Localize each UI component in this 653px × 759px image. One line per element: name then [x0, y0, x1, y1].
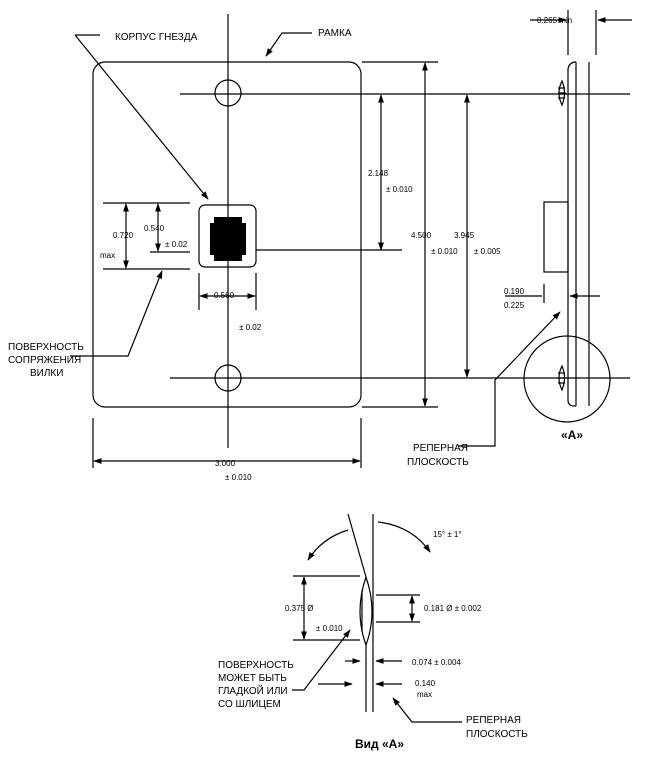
- label-mating-surface-2: СОПРЯЖЕНИЯ: [8, 355, 81, 366]
- dim-0560: 0.560: [214, 291, 235, 300]
- view-a-pin: [347, 513, 374, 712]
- detail-a-circle: [523, 335, 611, 423]
- label-mating-surface-3: ВИЛКИ: [30, 368, 63, 379]
- frame-plate: [92, 61, 362, 408]
- jack-housing: [198, 204, 402, 268]
- label-view-a-callout: «A»: [561, 428, 583, 442]
- dim-2148: 2.148: [368, 169, 389, 178]
- dim-4500-tol: ± 0.010: [431, 247, 458, 256]
- dim-0540: 0.540: [144, 224, 165, 233]
- dim-0140: 0.140: [415, 679, 436, 688]
- label-mating-surface-1: ПОВЕРХНОСТЬ: [8, 342, 84, 353]
- housing-leader: [74, 34, 209, 200]
- label-housing: КОРПУС ГНЕЗДА: [115, 32, 198, 43]
- label-surface-note-1: ПОВЕРХНОСТЬ: [218, 660, 294, 671]
- dim-0140-max: max: [417, 690, 432, 699]
- dim-0190: 0.190: [504, 287, 525, 296]
- dim-0225: 0.225: [504, 301, 525, 310]
- dim-0540-tol: ± 0.02: [165, 240, 188, 249]
- dim-0074: 0.074 ± 0.004: [412, 658, 461, 667]
- label-datum-plane-2: ПЛОСКОСТЬ: [407, 457, 469, 468]
- label-surface-note-3: ГЛАДКОЙ ИЛИ: [218, 684, 288, 697]
- dim-3000: 3.000: [215, 459, 236, 468]
- label-surface-note-2: МОЖЕТ БЫТЬ: [218, 673, 287, 684]
- mating-surface-leader: [70, 270, 163, 357]
- dim-0181: 0.181 Ø ± 0.002: [424, 604, 482, 613]
- dim-4500: 4.500: [411, 231, 432, 240]
- label-datum-plane-b-2: ПЛОСКОСТЬ: [466, 729, 528, 740]
- mounting-hole-top: [214, 79, 242, 107]
- mounting-hole-bottom: [214, 364, 242, 392]
- dim-0375-tol: ± 0.010: [316, 624, 343, 633]
- dim-0375: 0.375 Ø: [285, 604, 313, 613]
- dim-0720-max: max: [100, 251, 115, 260]
- dim-2148-tol: ± 0.010: [386, 185, 413, 194]
- label-surface-note-4: СО ШЛИЦЕМ: [218, 699, 281, 710]
- dim-3945: 3.945: [454, 231, 475, 240]
- side-plate: [543, 61, 590, 407]
- dim-3000-tol: ± 0.010: [225, 473, 252, 482]
- dim-min-thickness: 0.265 min: [537, 16, 572, 25]
- label-frame: РАМКА: [318, 28, 352, 39]
- dim-0560-tol: ± 0.02: [239, 323, 262, 332]
- dim-angle: 15° ± 1°: [433, 530, 462, 539]
- label-view-a-title: Вид «A»: [355, 737, 404, 751]
- frame-leader: [265, 32, 312, 57]
- label-datum-plane-b-1: РЕПЕРНАЯ: [466, 715, 521, 726]
- label-datum-plane-1: РЕПЕРНАЯ: [413, 443, 468, 454]
- datum-leader: [458, 311, 561, 447]
- dim-0720: 0.720: [113, 231, 134, 240]
- dim-3945-tol: ± 0.005: [474, 247, 501, 256]
